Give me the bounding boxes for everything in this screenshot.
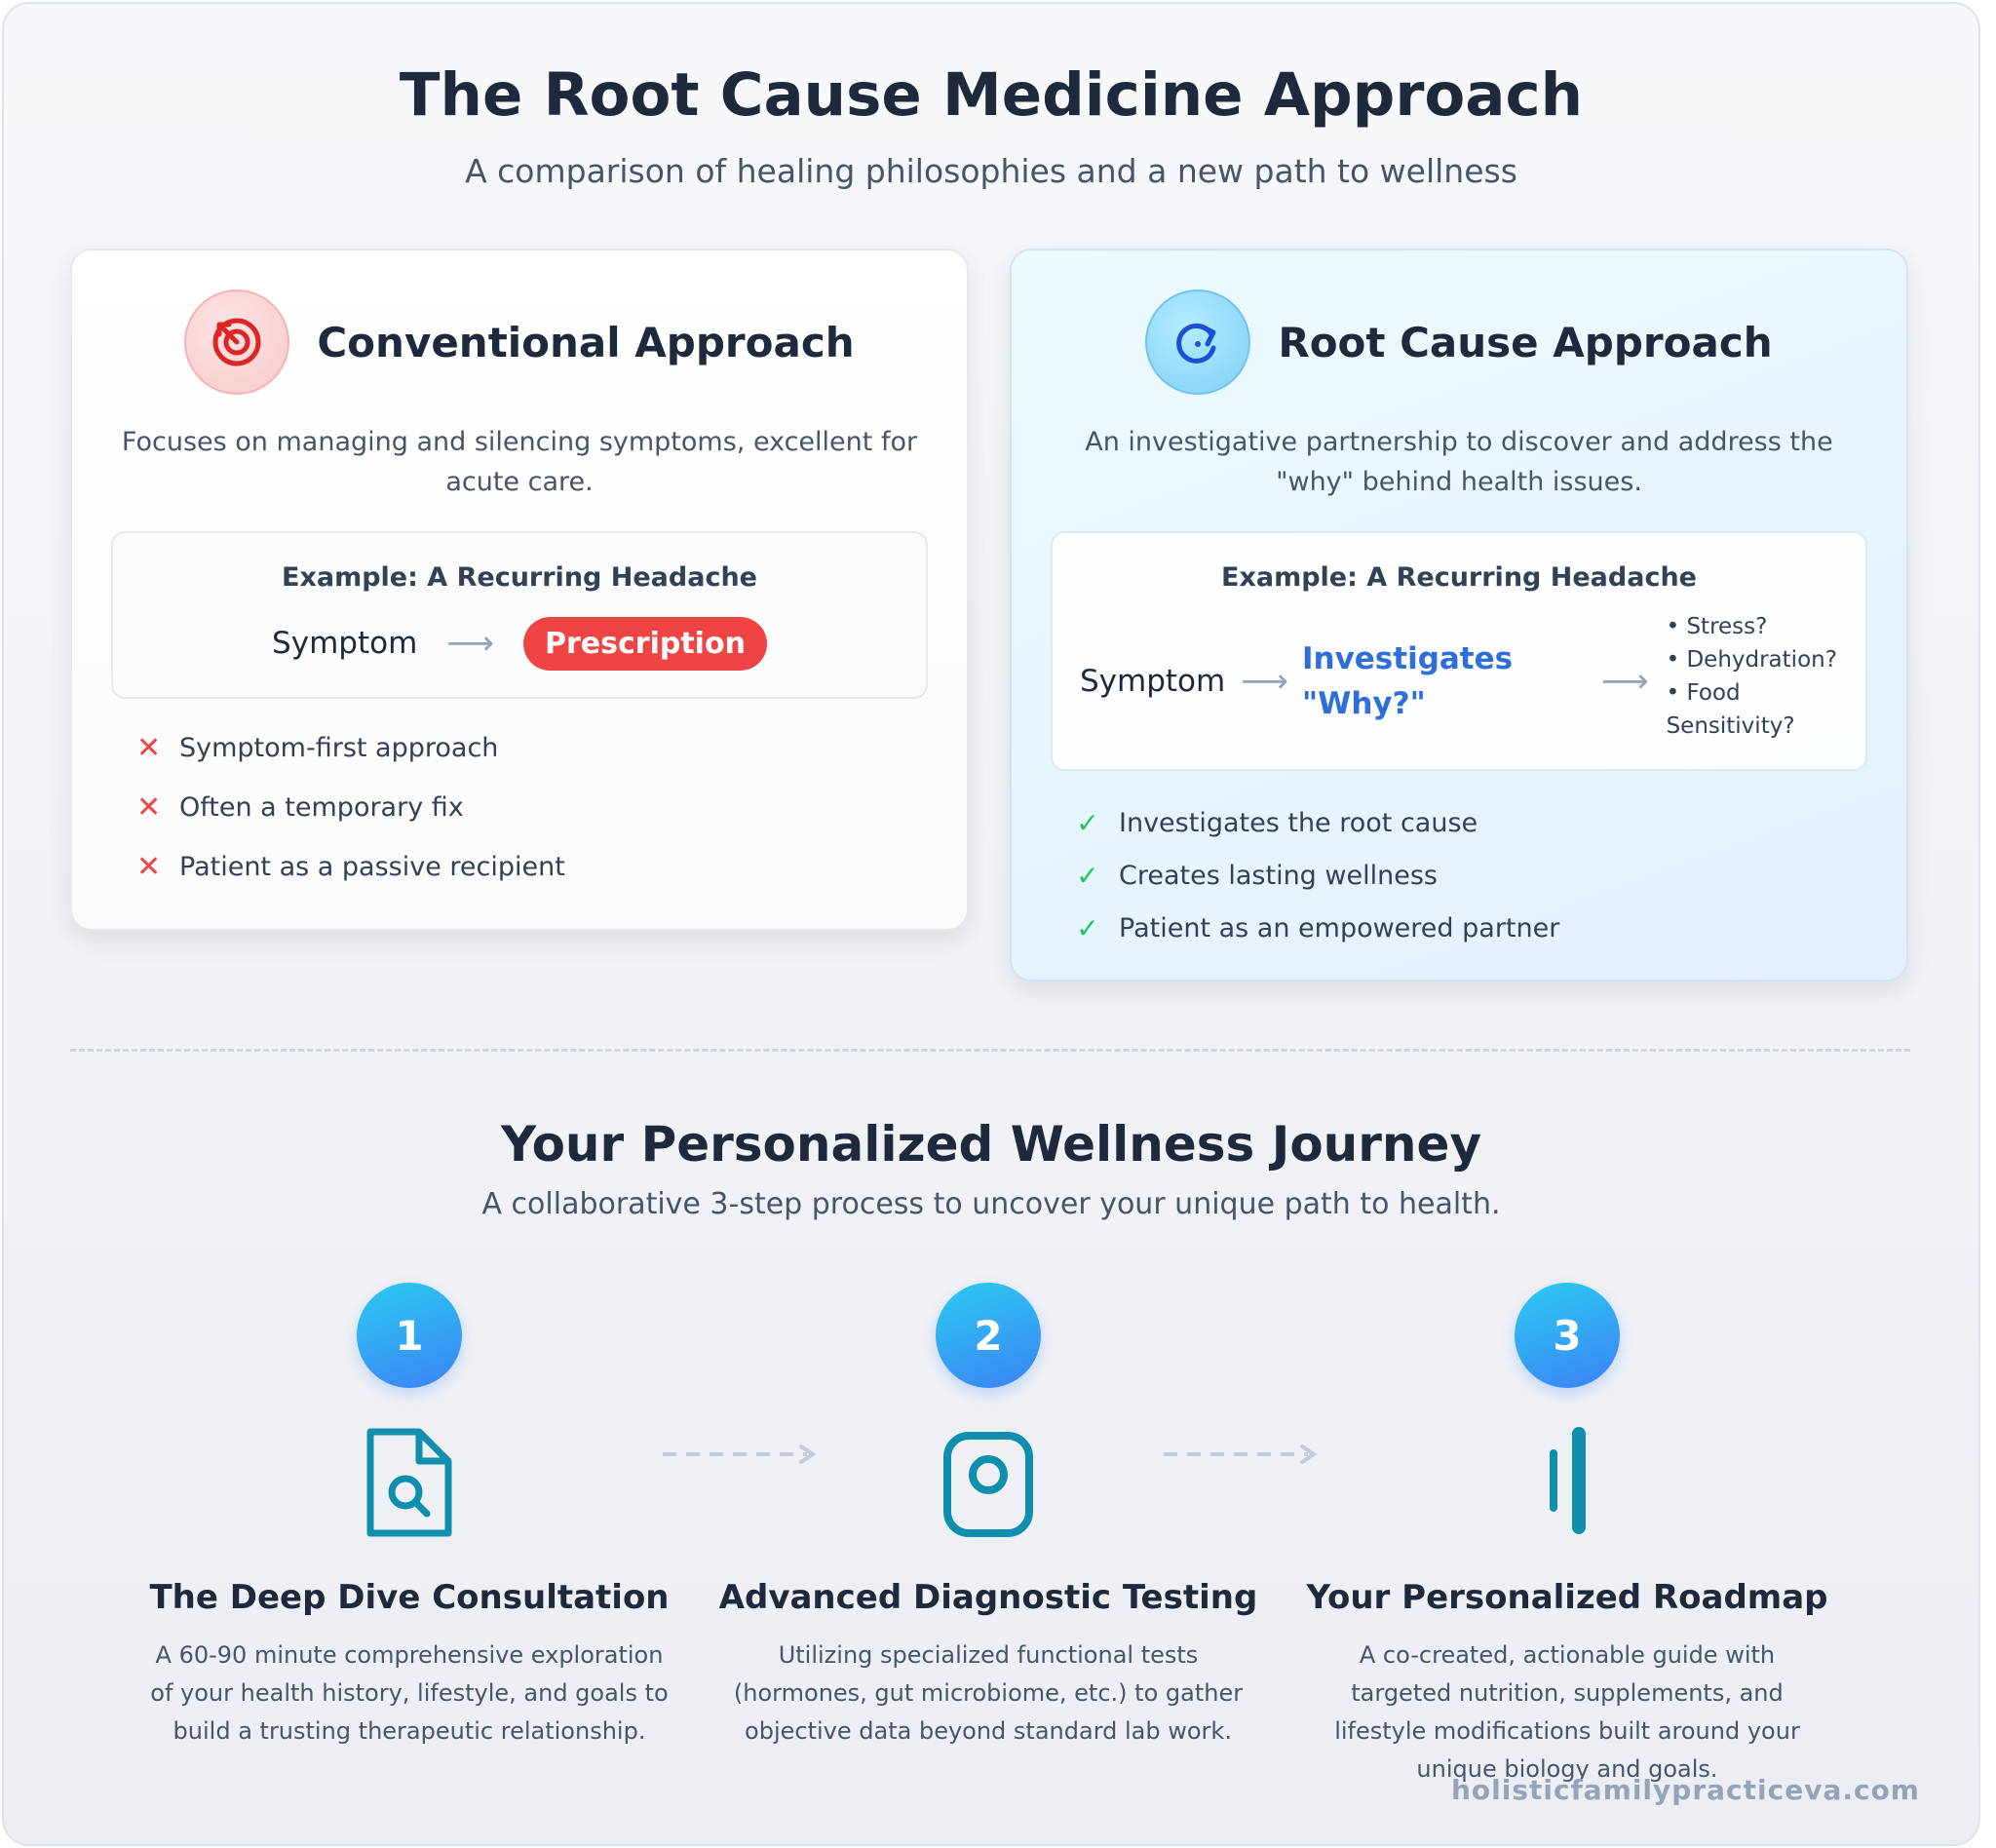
list-item: ✓Investigates the root cause (1076, 806, 1478, 839)
root-cause-card: Root Cause Approach An investigative par… (1010, 249, 1908, 982)
list-item: • Stress? (1666, 614, 1768, 639)
conventional-example: Example: A Recurring Headache Symptom ⟶ … (111, 531, 928, 699)
flow-symptom: Symptom (272, 626, 418, 661)
conventional-flow: Symptom ⟶ Prescription (113, 613, 926, 674)
dashed-arrow-icon (1164, 1444, 1318, 1464)
cross-icon: ✕ (136, 850, 162, 884)
conventional-title: Conventional Approach (317, 318, 855, 366)
camera-icon (715, 1409, 1261, 1556)
step-title: Your Personalized Roadmap (1306, 1578, 1828, 1617)
step-number: 1 (357, 1283, 462, 1388)
arrow-right-icon: ⟶ (446, 624, 495, 663)
journey-step-3: 3 Your Personalized Roadmap A co-created… (1294, 1283, 1840, 1789)
step-description: A 60-90 minute comprehensive exploration… (150, 1641, 669, 1745)
root-cause-example: Example: A Recurring Headache Symptom ⟶ … (1051, 531, 1867, 771)
flow-symptom: Symptom (1080, 664, 1226, 699)
journey-subtitle: A collaborative 3-step process to uncove… (481, 1187, 1501, 1221)
list-item: ✓Patient as an empowered partner (1076, 911, 1560, 944)
check-icon: ✓ (1076, 859, 1099, 892)
journey-step-2: 2 Advanced Diagnostic Testing Utilizing … (715, 1283, 1261, 1751)
possible-causes: • Stress? • Dehydration? • Food Sensitiv… (1667, 610, 1865, 743)
arrow-right-icon: ⟶ (1241, 662, 1288, 701)
target-icon (184, 289, 290, 395)
root-cause-description: An investigative partnership to discover… (1085, 427, 1833, 497)
prescription-badge: Prescription (523, 616, 767, 671)
step-number: 3 (1515, 1283, 1620, 1388)
check-icon: ✓ (1076, 911, 1099, 944)
step-title: The Deep Dive Consultation (149, 1578, 670, 1617)
page-subtitle: A comparison of healing philosophies and… (465, 152, 1517, 190)
root-cause-points: ✓Investigates the root cause ✓Creates la… (1076, 796, 1559, 954)
section-divider (70, 1049, 1910, 1052)
list-item: • Food Sensitivity? (1666, 680, 1795, 739)
check-icon: ✓ (1076, 806, 1099, 839)
investigates-why: Investigates "Why?" (1301, 641, 1514, 721)
sliders-icon (1294, 1409, 1840, 1556)
list-item: ✓Creates lasting wellness (1076, 859, 1438, 892)
refresh-icon (1145, 289, 1251, 395)
file-search-icon (136, 1409, 682, 1556)
dashed-arrow-icon (663, 1444, 817, 1464)
conventional-card: Conventional Approach Focuses on managin… (70, 249, 969, 931)
step-title: Advanced Diagnostic Testing (718, 1578, 1258, 1617)
root-cause-flow: Symptom ⟶ Investigates "Why?" ⟶ • Stress… (1080, 614, 1865, 740)
list-item: ✕Patient as a passive recipient (136, 850, 565, 884)
list-item: ✕Symptom-first approach (136, 731, 499, 765)
root-cause-card-header: Root Cause Approach (1012, 289, 1906, 395)
step-description: A co-created, actionable guide with targ… (1334, 1641, 1800, 1783)
step-description: Utilizing specialized functional tests (… (733, 1641, 1244, 1745)
page-title: The Root Cause Medicine Approach (399, 60, 1584, 130)
journey-step-1: 1 The Deep Dive Consultation A 60-90 min… (136, 1283, 682, 1751)
journey-title: Your Personalized Wellness Journey (500, 1116, 1482, 1173)
step-number: 2 (936, 1283, 1041, 1388)
arrow-right-icon: ⟶ (1600, 662, 1649, 701)
conventional-card-header: Conventional Approach (72, 289, 967, 395)
root-cause-title: Root Cause Approach (1278, 318, 1773, 366)
root-cause-example-title: Example: A Recurring Headache (1221, 562, 1697, 593)
conventional-example-title: Example: A Recurring Headache (282, 562, 757, 593)
list-item: ✕Often a temporary fix (136, 790, 464, 825)
cross-icon: ✕ (136, 790, 162, 825)
cross-icon: ✕ (136, 731, 162, 765)
website-url: holisticfamilypracticeva.com (1450, 1774, 1920, 1806)
conventional-description: Focuses on managing and silencing sympto… (121, 427, 918, 497)
list-item: • Dehydration? (1666, 647, 1837, 673)
conventional-points: ✕Symptom-first approach ✕Often a tempora… (136, 718, 565, 897)
